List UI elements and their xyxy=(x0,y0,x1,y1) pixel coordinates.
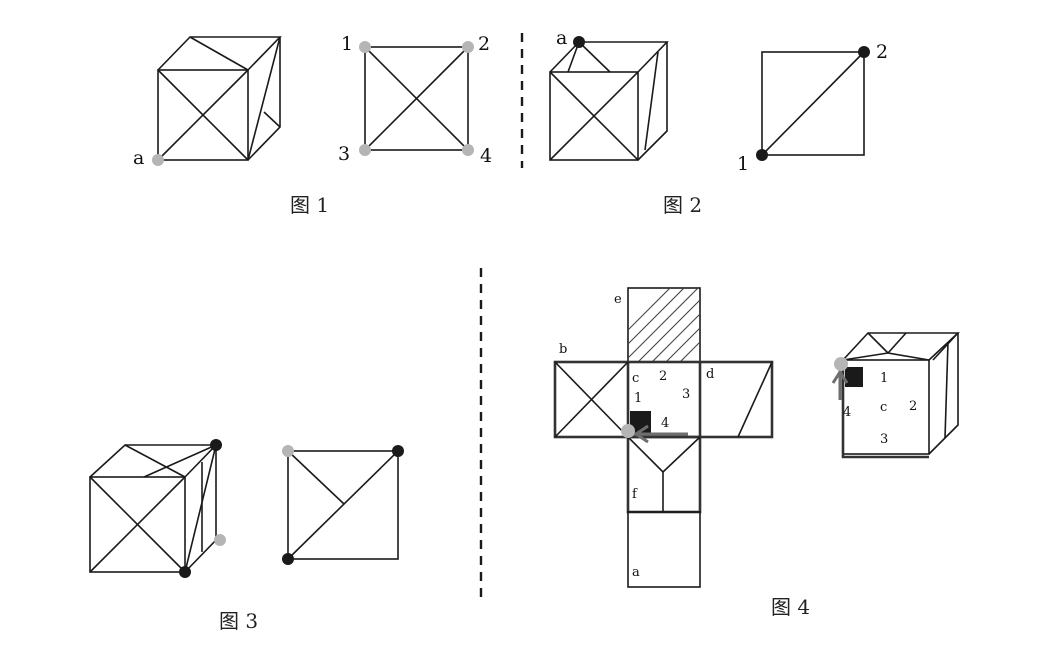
figure1-corner-2-dot xyxy=(462,41,474,53)
figure3-square-topleft-dot xyxy=(282,445,294,457)
net-label-a: a xyxy=(632,565,640,580)
cube-arrow-head xyxy=(831,369,849,384)
figure1-corner-2-label: 2 xyxy=(478,33,490,55)
figure3-cube-top-dot xyxy=(210,439,222,451)
figure1-vertex-a-label: a xyxy=(133,147,144,169)
figure1-cube xyxy=(157,36,282,161)
figure4-net xyxy=(553,287,774,588)
figure2-corner-2-dot xyxy=(858,46,870,58)
net-label-b: b xyxy=(559,342,567,357)
figure2-vertex-a-label: a xyxy=(556,27,567,49)
figure2: a 2 1 图 2 xyxy=(549,27,888,217)
cube-number-4: 4 xyxy=(843,405,851,420)
cube-number-3: 3 xyxy=(880,432,888,447)
net-face-e-hatching xyxy=(628,288,700,362)
figure1: a 1 2 3 4 图 1 xyxy=(133,33,492,217)
figure3-cube-bottom-dot xyxy=(179,566,191,578)
net-number-1: 1 xyxy=(634,391,642,406)
net-arrow-head xyxy=(633,424,649,444)
figure3: 图 3 xyxy=(89,439,404,633)
figure2-caption: 图 2 xyxy=(663,193,702,217)
figure3-cube-mid-dot xyxy=(214,534,226,546)
cube-gray-dot xyxy=(834,357,848,371)
figure4-caption: 图 4 xyxy=(771,595,810,619)
figure2-corner-1-label: 1 xyxy=(737,153,749,175)
cube-label-c: c xyxy=(880,400,887,415)
figure3-square-bottomleft-dot xyxy=(282,553,294,565)
net-label-c: c xyxy=(632,371,639,386)
figure2-square xyxy=(761,51,865,156)
net-number-2: 2 xyxy=(659,369,667,384)
net-label-d: d xyxy=(706,367,714,382)
figure2-vertex-a-dot xyxy=(573,36,585,48)
net-label-e: e xyxy=(614,292,622,307)
figure3-cube xyxy=(89,444,218,573)
figure2-corner-2-label: 2 xyxy=(876,41,888,63)
figure1-corner-3-dot xyxy=(359,144,371,156)
net-number-4: 4 xyxy=(661,416,669,431)
figure1-caption: 图 1 xyxy=(290,193,329,217)
figure2-cube xyxy=(549,41,669,161)
cube-number-1: 1 xyxy=(880,371,888,386)
figure3-caption: 图 3 xyxy=(219,609,258,633)
figure3-square xyxy=(287,450,399,560)
figure4-cube xyxy=(831,332,961,459)
net-gray-dot xyxy=(621,424,635,438)
figure1-corner-4-dot xyxy=(462,144,474,156)
cube-black-marker xyxy=(845,367,863,387)
figure1-corner-4-label: 4 xyxy=(480,145,492,167)
cube-number-2: 2 xyxy=(909,399,917,414)
figure4: e b c d f a 1 2 3 4 1 2 3 4 c xyxy=(553,287,961,619)
figure1-corner-3-label: 3 xyxy=(338,143,350,165)
figure1-square xyxy=(364,46,469,151)
figure1-corner-1-label: 1 xyxy=(341,33,353,55)
net-number-3: 3 xyxy=(682,387,690,402)
net-face-a xyxy=(627,511,701,588)
figure3-square-topright-dot xyxy=(392,445,404,457)
figure1-corner-1-dot xyxy=(359,41,371,53)
net-label-f: f xyxy=(632,487,638,502)
figure2-corner-1-dot xyxy=(756,149,768,161)
figure1-vertex-a-dot xyxy=(152,154,164,166)
